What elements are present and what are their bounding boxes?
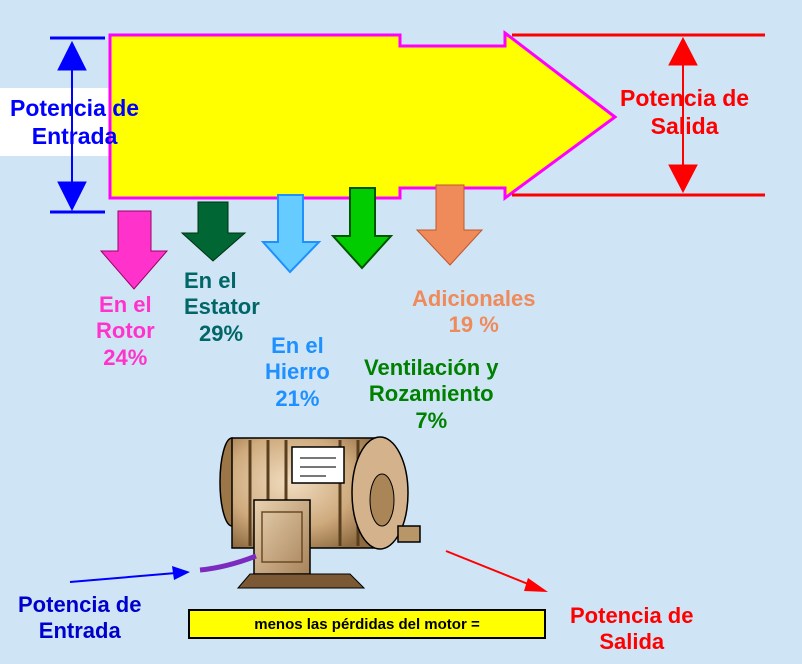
losses-note-text: menos las pérdidas del motor =	[254, 615, 480, 633]
losses-note-box: menos las pérdidas del motor =	[188, 609, 546, 639]
loss-arrow-additional	[415, 184, 484, 266]
loss-label-stator: En el Estator 29%	[184, 268, 260, 347]
footer-input-power-label-line2: Entrada	[38, 618, 121, 644]
flow-band	[108, 29, 618, 201]
footer-input-power-label-line1: Potencia de	[18, 592, 142, 617]
loss-label-iron: En el Hierro 21%	[265, 333, 330, 412]
loss-label-iron-value: 21%	[275, 385, 320, 411]
footer-output-arrow-head	[524, 578, 548, 592]
footer-output-power-label: Potencia de Salida	[570, 603, 693, 656]
footer-output-arrow-line	[445, 550, 534, 587]
loss-label-additional-line1: Adicionales	[412, 286, 536, 311]
loss-label-iron-line2: Hierro	[265, 359, 330, 385]
loss-label-stator-line2: Estator	[184, 294, 260, 320]
output-power-label-line1: Potencia de	[620, 85, 750, 111]
footer-output-power-label-line2: Salida	[599, 629, 665, 655]
input-power-label-line2: Entrada	[31, 122, 118, 149]
loss-label-rotor-value: 24%	[103, 344, 148, 370]
loss-label-ventilation-value: 7%	[415, 407, 448, 433]
loss-label-iron-line1: En el	[271, 333, 324, 358]
loss-label-ventilation: Ventilación y Rozamiento 7%	[364, 355, 499, 434]
output-power-label: Potencia de Salida	[620, 85, 749, 140]
electric-motor-image	[199, 436, 421, 589]
footer-output-power-label-line1: Potencia de	[570, 603, 694, 628]
loss-label-additional: Adicionales 19 %	[412, 286, 535, 339]
loss-arrow-ventilation	[330, 187, 394, 270]
footer-input-power-label: Potencia de Entrada	[18, 592, 141, 645]
loss-label-ventilation-line2: Rozamiento	[368, 381, 494, 407]
loss-label-stator-value: 29%	[199, 320, 244, 346]
input-power-label-line1: Potencia de	[10, 95, 140, 121]
loss-label-stator-line1: En el	[184, 268, 237, 293]
loss-label-ventilation-line1: Ventilación y	[364, 355, 499, 380]
input-power-marker	[50, 36, 105, 214]
loss-label-additional-value: 19 %	[448, 312, 499, 338]
footer-input-arrow-head	[172, 566, 190, 580]
loss-arrow-rotor	[99, 210, 169, 290]
footer-input-arrow-line	[69, 572, 177, 583]
loss-arrow-iron	[260, 194, 322, 274]
output-power-label-line2: Salida	[650, 112, 719, 139]
loss-label-rotor-line1: En el	[99, 292, 152, 317]
loss-label-rotor-line2: Rotor	[96, 318, 155, 344]
output-power-marker	[512, 33, 765, 197]
loss-label-rotor: En el Rotor 24%	[96, 292, 155, 371]
loss-arrow-stator	[180, 201, 247, 262]
input-power-label: Potencia de Entrada	[10, 95, 139, 150]
